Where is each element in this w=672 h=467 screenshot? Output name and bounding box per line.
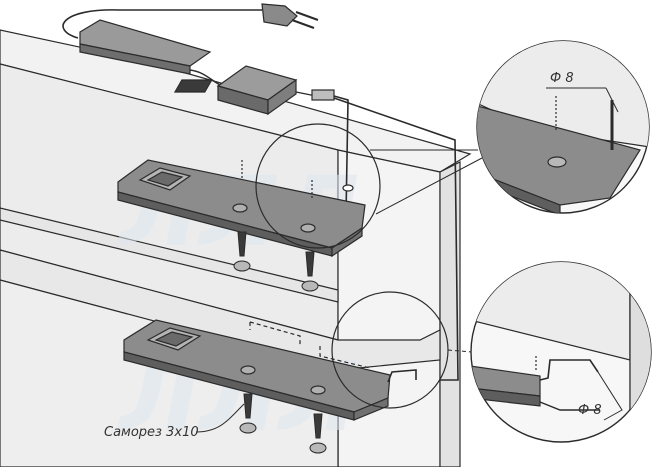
screw-hole-4: [310, 385, 326, 395]
connector: [311, 89, 335, 101]
screw-hole-3: [240, 365, 256, 375]
screws-upper: [233, 231, 319, 292]
cabinet-edge: [439, 161, 461, 467]
screw-caption: Саморез 3х10: [104, 425, 199, 440]
plug: [261, 3, 319, 29]
shelf-upper: [0, 207, 339, 303]
screw-lower-left: [239, 393, 257, 434]
light-lower: [123, 319, 417, 421]
detail-bottom: Ф 8: [470, 261, 652, 443]
zoom-circle-upper-source: [255, 123, 381, 249]
screw-callout: Саморез 3х10: [104, 403, 245, 440]
light-cable-upper: [333, 95, 349, 216]
diameter-label-top: Ф 8: [550, 71, 574, 86]
mounting-guide: [249, 321, 371, 369]
screw-upper-right: [301, 251, 319, 292]
light-upper: [117, 159, 366, 258]
junction-grille: [173, 79, 213, 93]
mains-cable: [62, 9, 262, 39]
screw-hole-2: [300, 223, 316, 233]
screw-upper-left: [233, 231, 251, 272]
power-supply-assembly: [62, 3, 459, 381]
screws-lower: [239, 393, 327, 454]
light-cable-lower: [333, 97, 459, 381]
screw-lower-right: [309, 413, 327, 454]
diameter-label-bottom: Ф 8: [578, 403, 602, 418]
detail-top: Ф 8: [476, 40, 650, 214]
screw-hole-1: [232, 203, 248, 213]
driver-box: [79, 19, 212, 67]
